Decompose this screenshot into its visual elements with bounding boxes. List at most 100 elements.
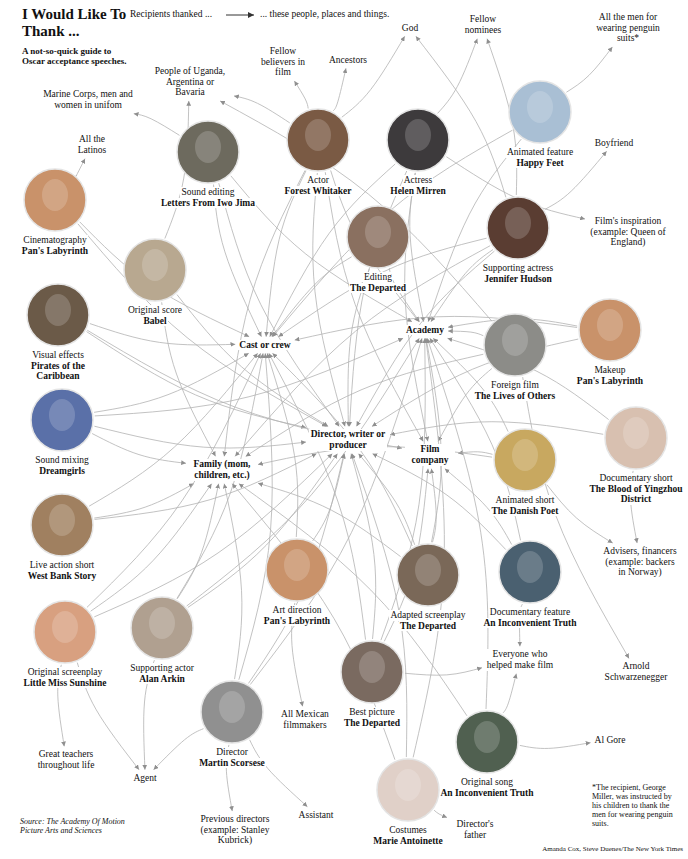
- thanked-item: All Mexican filmmakers: [275, 709, 335, 730]
- thanked-item: People of Uganda, Argentina or Bavaria: [149, 66, 231, 98]
- award-category: Original screenplay: [27, 667, 104, 678]
- recipient-node: DirectorMartin Scorsese: [184, 679, 280, 768]
- thanked-node: Director, writer or producer: [309, 429, 387, 450]
- photo: [131, 597, 193, 659]
- photo: [377, 759, 439, 821]
- thanks-arrow: [91, 484, 212, 612]
- photo: [31, 389, 93, 451]
- thanked-node: Boyfriend: [587, 138, 642, 149]
- thanks-arrow: [434, 810, 447, 817]
- thanked-item: Assistant: [298, 810, 335, 821]
- thanked-node: People of Uganda, Argentina or Bavaria: [149, 66, 231, 98]
- recipient-node: Documentary shortThe Blood of Yingzhou D…: [588, 405, 684, 505]
- thanked-item: Great teachers throughout life: [34, 749, 99, 770]
- award-category: Visual effects: [31, 350, 85, 361]
- thanks-arrow: [154, 729, 204, 770]
- thanked-node: Family (mom, children, etc.): [189, 459, 255, 480]
- photo-figure: [305, 119, 331, 151]
- thanks-arrow: [94, 426, 306, 448]
- thanked-node: Arnold Schwarzenegger: [599, 661, 674, 682]
- photo-circle: [10, 282, 106, 350]
- thanks-arrow: [520, 743, 591, 749]
- recipient-node: Original screenplayLittle Miss Sunshine: [17, 599, 113, 688]
- photo-circle: [370, 107, 466, 175]
- thanked-node: Everyone who helped make film: [485, 649, 555, 670]
- thanks-arrow: [566, 47, 612, 92]
- thanks-arrow: [325, 172, 423, 441]
- thanked-item: Film's inspiration (example: Queen of En…: [588, 216, 668, 248]
- recipient-name: Pan's Labyrinth: [576, 376, 644, 387]
- recipient-name: An Inconvenient Truth: [482, 618, 577, 629]
- recipient-name: The Departed: [343, 718, 401, 729]
- recipient-node: Adapted screenplayThe Departed: [380, 542, 476, 631]
- photo: [494, 429, 556, 491]
- recipient-name: Babel: [142, 316, 167, 327]
- photo-figure: [623, 417, 649, 449]
- photo-circle: [470, 195, 566, 263]
- thanks-arrow: [405, 173, 428, 441]
- thanks-arrow: [390, 422, 603, 435]
- thanks-arrow: [87, 353, 261, 607]
- thanks-arrow: [92, 434, 186, 464]
- award-category: Supporting actor: [129, 663, 195, 674]
- award-category: Documentary short: [598, 473, 673, 484]
- thanked-item: Agent: [132, 773, 157, 784]
- award-category: Art direction: [272, 605, 323, 616]
- recipient-name: Alan Arkin: [138, 674, 186, 685]
- recipient-node: ActorForest Whitaker: [270, 107, 366, 196]
- connector-group: [58, 36, 637, 817]
- photo: [24, 169, 86, 231]
- recipient-name: Marie Antoinette: [372, 836, 443, 847]
- thanked-node: Ancestors: [318, 55, 378, 66]
- photo: [509, 81, 571, 143]
- photo-figure: [512, 439, 538, 471]
- photo-figure: [195, 131, 221, 163]
- thanks-arrow: [87, 332, 306, 428]
- thanked-node: Film's inspiration (example: Queen of En…: [588, 216, 668, 248]
- photo: [387, 109, 449, 171]
- recipient-name: Martin Scorsese: [198, 758, 266, 769]
- photo: [484, 314, 546, 376]
- photo: [499, 541, 561, 603]
- photo-figure: [359, 651, 385, 683]
- thanks-arrow: [250, 338, 422, 684]
- thanked-node: Marine Corps, men and women in unifom: [41, 89, 136, 110]
- thanked-node: All the men for wearing penguin suits*: [586, 12, 671, 44]
- recipient-name: An Inconvenient Truth: [439, 788, 534, 799]
- note-label: ... these people, places and things.: [260, 9, 450, 20]
- photo-figure: [365, 216, 391, 248]
- thanks-arrow: [273, 353, 413, 546]
- thanked-item: Academy: [405, 325, 445, 336]
- thanks-arrow: [426, 338, 441, 542]
- photo: [34, 601, 96, 663]
- recipient-node: Documentary featureAn Inconvenient Truth: [482, 539, 578, 628]
- thanked-node: All Mexican filmmakers: [275, 709, 335, 730]
- photo: [124, 239, 186, 301]
- photo-figure: [415, 554, 441, 586]
- thanked-node: All the Latinos: [65, 134, 120, 155]
- recipient-node: Supporting actorAlan Arkin: [114, 595, 210, 684]
- photo: [31, 494, 93, 556]
- award-category: Best picture: [348, 707, 396, 718]
- photo-figure: [45, 294, 71, 326]
- thanked-node: God: [390, 23, 430, 34]
- photo-circle: [330, 204, 426, 272]
- thanks-arrow: [342, 36, 405, 117]
- thanked-item: Arnold Schwarzenegger: [599, 661, 674, 682]
- photo-circle: [249, 537, 345, 605]
- thanks-arrow: [80, 222, 249, 337]
- thanks-arrow: [438, 369, 492, 442]
- photo-figure: [42, 179, 68, 211]
- photo: [579, 299, 641, 361]
- photo-circle: [114, 595, 210, 663]
- thanked-node: Director's father: [450, 819, 500, 840]
- award-category: Live action short: [29, 560, 95, 571]
- photo-circle: [588, 405, 684, 473]
- photo-figure: [49, 399, 75, 431]
- photo: [487, 197, 549, 259]
- award-category: Original score: [127, 305, 183, 316]
- thanks-arrow: [448, 331, 483, 336]
- recipient-name: Forest Whitaker: [284, 186, 353, 197]
- thanks-arrow: [90, 324, 235, 345]
- award-category: Costumes: [388, 825, 427, 836]
